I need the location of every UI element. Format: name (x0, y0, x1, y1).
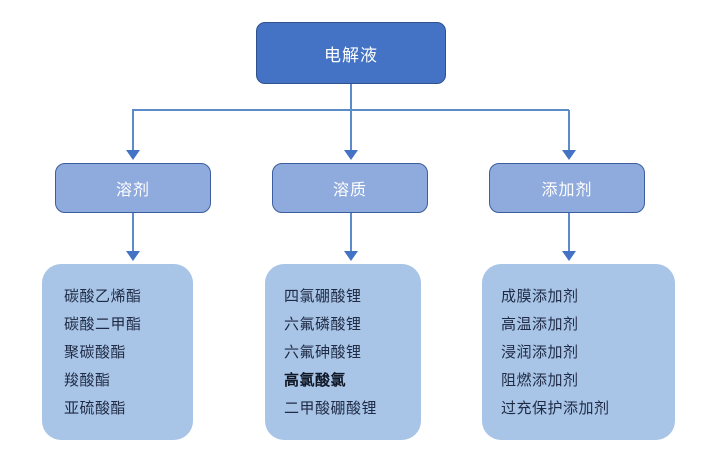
list-item: 过充保护添加剂 (501, 399, 610, 417)
connector-drop-left (132, 110, 134, 152)
connector-drop-center (350, 110, 352, 152)
list-item: 高氯酸氯 (284, 371, 347, 389)
arrow-head-additive-list-icon (562, 251, 576, 261)
list-item: 六氟磷酸锂 (284, 315, 362, 333)
list-box-solute: 四氯硼酸锂 六氟磷酸锂 六氟砷酸锂 高氯酸氯 二甲酸硼酸锂 (265, 264, 421, 440)
node-category-additive[interactable]: 添加剂 (489, 163, 645, 213)
list-item: 二甲酸硼酸锂 (284, 399, 378, 417)
list-item: 聚碳酸酯 (64, 343, 127, 361)
list-box-additive: 成膜添加剂 高温添加剂 浸润添加剂 阻燃添加剂 过充保护添加剂 (482, 264, 675, 440)
list-item: 成膜添加剂 (501, 287, 579, 305)
connector-solute-to-list (350, 213, 352, 253)
node-root-electrolyte[interactable]: 电解液 (256, 22, 446, 84)
connector-drop-right (568, 110, 570, 152)
node-root-label: 电解液 (324, 45, 378, 66)
arrow-head-solvent-list-icon (126, 251, 140, 261)
connector-solvent-to-list (132, 213, 134, 253)
connector-root-stem (350, 84, 352, 110)
list-item: 浸润添加剂 (501, 343, 579, 361)
list-item: 碳酸二甲酯 (64, 315, 142, 333)
arrow-head-left-icon (126, 150, 140, 160)
list-box-solvent: 碳酸乙烯酯 碳酸二甲酯 聚碳酸酯 羧酸酯 亚硫酸酯 (42, 264, 193, 440)
node-category-solute[interactable]: 溶质 (272, 163, 428, 213)
list-item: 羧酸酯 (64, 371, 111, 389)
arrow-head-center-icon (344, 150, 358, 160)
arrow-head-right-icon (562, 150, 576, 160)
list-item: 四氯硼酸锂 (284, 287, 362, 305)
list-item: 六氟砷酸锂 (284, 343, 362, 361)
node-category-solute-label: 溶质 (332, 180, 367, 199)
list-item: 阻燃添加剂 (501, 371, 579, 389)
node-category-solvent-label: 溶剂 (115, 180, 150, 199)
list-item: 碳酸乙烯酯 (64, 287, 142, 305)
list-item: 高温添加剂 (501, 315, 579, 333)
connector-additive-to-list (568, 213, 570, 253)
list-item: 亚硫酸酯 (64, 399, 127, 417)
arrow-head-solute-list-icon (344, 251, 358, 261)
node-category-solvent[interactable]: 溶剂 (55, 163, 211, 213)
node-category-additive-label: 添加剂 (541, 180, 593, 199)
